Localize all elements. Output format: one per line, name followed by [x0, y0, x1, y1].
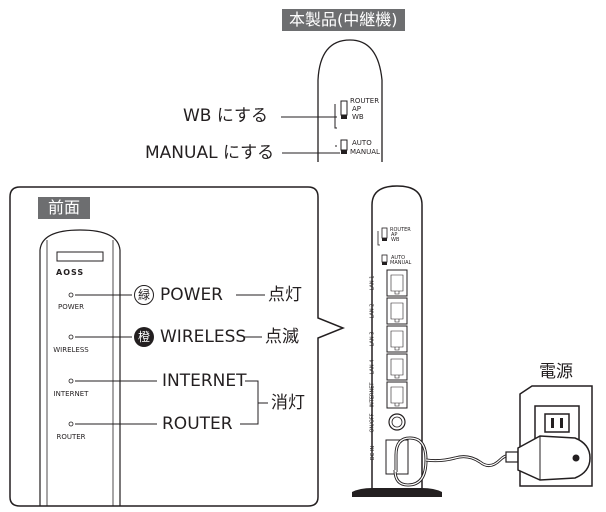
port-lan3: [386, 325, 408, 353]
led-router-dot: [68, 421, 74, 427]
led-label-wireless: WIRELESS: [53, 346, 89, 354]
top-switch2-label-manual: MANUAL: [350, 148, 380, 156]
top-switch1-knob: [341, 115, 347, 119]
top-switch1-label-router: ROUTER: [350, 97, 380, 105]
led-label-router: ROUTER: [56, 433, 86, 441]
front-panel-frame: [9, 186, 346, 507]
aoss-button: [56, 251, 104, 262]
front-device-outline: [39, 229, 121, 506]
led-internet-dot: [68, 378, 74, 384]
side-switch1-label-ap: AP: [391, 232, 398, 238]
outlet-label: 電源: [539, 362, 573, 382]
green-color-mark: 緑: [134, 285, 154, 305]
top-switch1: [340, 100, 348, 116]
led-label-power: POWER: [58, 303, 84, 311]
top-switch2-knob: [341, 150, 347, 154]
top-switch2: [340, 139, 348, 151]
port-label-lan3: LAN 3: [369, 331, 376, 347]
top-switch2-label-auto: AUTO: [352, 139, 372, 147]
front-panel-title: 前面: [38, 197, 91, 219]
state-off: 消灯: [271, 393, 305, 413]
side-device-stand: [352, 488, 442, 497]
top-switch1-label-wb: WB: [352, 113, 364, 121]
led-power-dot: [68, 292, 74, 298]
state-on: 点灯: [268, 285, 302, 305]
callout-wireless: 橙 WIRELESS: [134, 327, 246, 347]
port-internet: [386, 381, 408, 409]
port-lan2: [386, 297, 408, 325]
port-label-lan2: LAN 2: [369, 303, 376, 319]
top-device-title: 本製品(中継機): [282, 9, 405, 31]
callout-power-name: POWER: [160, 285, 223, 305]
callout-router: ROUTER: [162, 414, 233, 434]
port-lan4: [386, 353, 408, 381]
ac-adapter: [517, 435, 591, 481]
power-label: ON/OFF: [369, 413, 376, 433]
callout-wb: WB にする: [183, 106, 269, 126]
aoss-logo: AOSS: [56, 268, 85, 277]
port-label-lan1: LAN 1: [369, 275, 376, 291]
callout-power: 緑 POWER: [134, 285, 223, 305]
port-lan1: [386, 269, 408, 297]
callout-wireless-name: WIRELESS: [160, 327, 247, 347]
side-switch2-label-auto: AUTO: [391, 255, 406, 261]
side-device-outline: [371, 185, 423, 490]
side-switch2-label-manual: MANUAL: [390, 260, 412, 266]
dcin-label: DC IN: [370, 445, 377, 461]
orange-color-mark: 橙: [134, 327, 154, 347]
top-device-outline: [317, 39, 383, 162]
led-label-internet: INTERNET: [53, 390, 89, 398]
port-label-internet: INTERNET: [369, 382, 376, 408]
port-label-lan4: LAN 4: [369, 359, 376, 375]
side-switch1-label-wb: WB: [391, 237, 400, 243]
state-blinking: 点滅: [265, 327, 299, 347]
led-wireless-dot: [68, 334, 74, 340]
callout-manual: MANUAL にする: [145, 143, 275, 163]
callout-internet: INTERNET: [162, 371, 247, 391]
side-switch1-label-router: ROUTER: [390, 227, 411, 233]
top-switch1-label-ap: AP: [352, 105, 362, 113]
